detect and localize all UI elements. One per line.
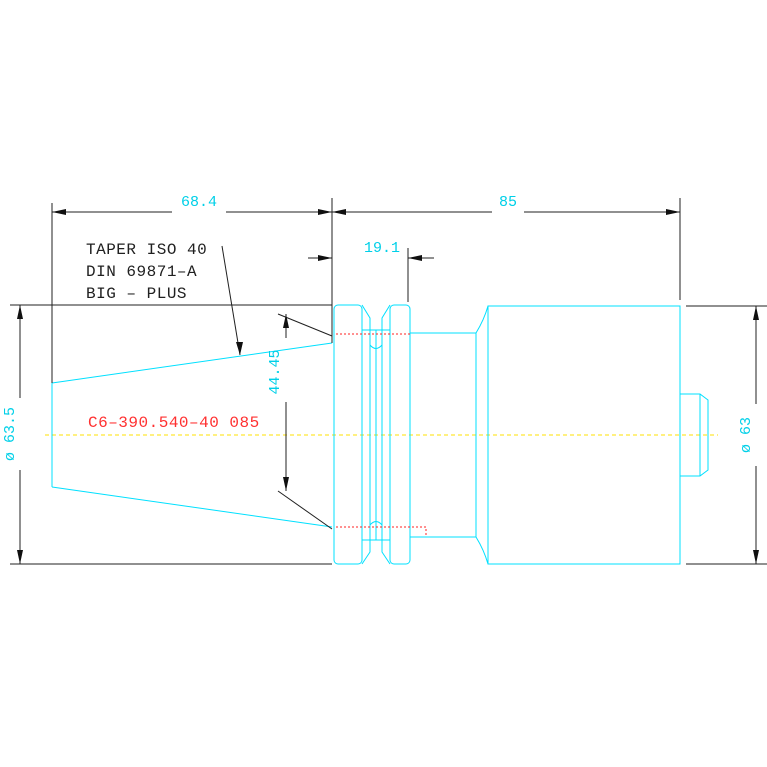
dim-flange-diameter: ø 63.5 [2, 305, 23, 564]
taper-leader-arrow [236, 342, 243, 355]
body-outline [487, 305, 709, 565]
hidden-line-bottom [336, 526, 427, 537]
taper-label-line3: BIG – PLUS [86, 285, 187, 303]
dim-taper-diameter: 44.45 [267, 314, 289, 491]
taper-leader-line [221, 245, 241, 356]
dim-flange-width-text: 19.1 [364, 240, 400, 257]
dim-flange-width: 19.1 [308, 240, 434, 261]
taper-label: TAPER ISO 40 DIN 69871–A BIG – PLUS [86, 241, 243, 356]
dim-taper-length-text: 68.4 [181, 194, 217, 211]
dim-flange-diameter-text: ø 63.5 [2, 407, 19, 461]
dim-body-diameter-text: ø 63 [738, 417, 755, 453]
dim-body-diameter: ø 63 [738, 306, 759, 564]
flange-outline [333, 304, 411, 565]
taper-label-line2: DIN 69871–A [86, 263, 197, 281]
extension-lines [10, 198, 767, 565]
taper-label-line1: TAPER ISO 40 [86, 241, 207, 259]
dim-taper-diameter-text: 44.45 [267, 349, 284, 394]
dim-body-length: 85 [332, 194, 680, 215]
dim-body-length-text: 85 [499, 194, 517, 211]
neck-outline [410, 305, 489, 565]
dim-taper-length: 68.4 [52, 194, 332, 215]
taper-outline [51, 342, 333, 528]
part-number: C6–390.540–40 085 [88, 414, 260, 432]
